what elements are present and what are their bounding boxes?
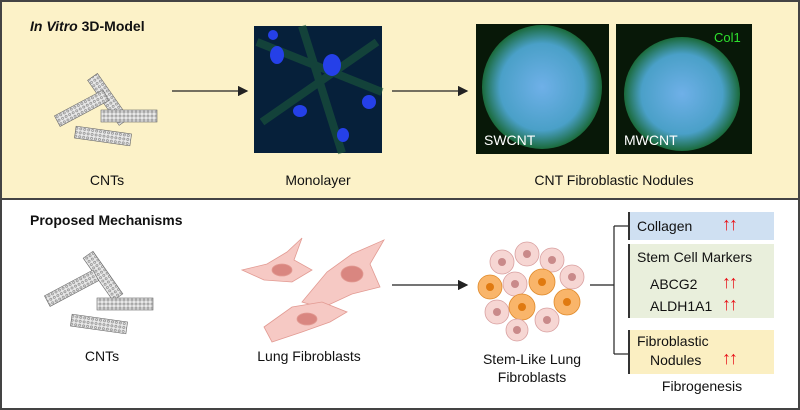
stem-label-line2: Fibroblasts bbox=[497, 369, 567, 385]
lung-fibroblasts bbox=[240, 237, 385, 343]
nodules-box: Fibroblastic Nodules ↑↑ bbox=[628, 330, 774, 374]
collagen-box: Collagen ↑↑ bbox=[628, 212, 774, 240]
fibrogenesis-label: Fibrogenesis bbox=[661, 378, 743, 394]
col1-label: Col1 bbox=[714, 30, 741, 45]
nodules-label-box: Nodules bbox=[650, 352, 702, 368]
aldh1a1-label: ALDH1A1 bbox=[650, 298, 713, 314]
stem-label-line1: Stem-Like Lung bbox=[482, 351, 582, 367]
up-arrows-icon: ↑↑ bbox=[722, 214, 738, 234]
stem-like-cluster bbox=[477, 241, 585, 342]
swcnt-label: SWCNT bbox=[484, 132, 536, 148]
cnts-label-bottom: CNTs bbox=[84, 348, 120, 364]
lung-fibroblasts-label: Lung Fibroblasts bbox=[257, 348, 361, 364]
up-arrows-icon: ↑↑ bbox=[722, 272, 738, 292]
title-rest: 3D-Model bbox=[77, 18, 145, 34]
fibroblastic-label: Fibroblastic bbox=[637, 333, 709, 349]
monolayer-image bbox=[254, 24, 384, 155]
up-arrows-icon: ↑↑ bbox=[722, 294, 738, 314]
collagen-label: Collagen bbox=[637, 218, 693, 234]
title-italic: In Vitro bbox=[30, 18, 78, 34]
nodules-label: CNT Fibroblastic Nodules bbox=[534, 172, 694, 188]
up-arrows-icon: ↑↑ bbox=[722, 348, 738, 368]
abcg2-label: ABCG2 bbox=[650, 276, 698, 292]
cnt-tubes-top bbox=[54, 73, 158, 147]
mwcnt-image bbox=[616, 24, 752, 154]
mechanisms-title: Proposed Mechanisms bbox=[30, 212, 183, 228]
cnt-tubes-bottom bbox=[44, 250, 154, 335]
in-vitro-title: In Vitro 3D-Model bbox=[30, 18, 145, 34]
stem-markers-box: Stem Cell Markers ABCG2 ↑↑ ALDH1A1 ↑↑ bbox=[628, 244, 774, 318]
mwcnt-label: MWCNT bbox=[624, 132, 678, 148]
swcnt-image bbox=[476, 24, 609, 154]
cnts-label-top: CNTs bbox=[89, 172, 125, 188]
monolayer-label: Monolayer bbox=[285, 172, 351, 188]
markers-label: Stem Cell Markers bbox=[637, 249, 753, 265]
bracket bbox=[590, 225, 628, 355]
